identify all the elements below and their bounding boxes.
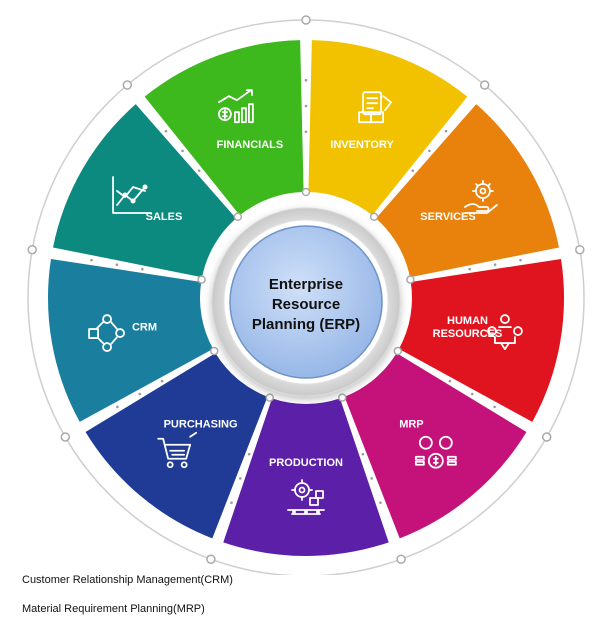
center-title-line-2: Resource — [272, 296, 340, 313]
gear-conveyor-icon — [287, 479, 325, 515]
outer-connector-dot — [301, 15, 311, 25]
segment-financials-shape — [144, 40, 304, 216]
separator-dot — [138, 392, 142, 396]
inner-connector-dot — [301, 187, 311, 197]
separator-dot — [141, 267, 144, 271]
segment-crm-label-1: CRM — [132, 321, 157, 333]
segment-human-resources-label-2: RESOURCES — [433, 328, 503, 340]
separator-dot — [470, 392, 474, 396]
segment-human-resources-shape — [398, 258, 564, 422]
separator-dot — [379, 501, 382, 504]
erp-wheel-diagram: INVENTORYSERVICESHUMANRESOURCESMRPPRODUC… — [27, 15, 585, 575]
inner-connector-dot — [406, 275, 415, 284]
separator-dot — [116, 405, 119, 409]
outer-connector-dot — [27, 244, 37, 255]
separator-dot — [493, 405, 496, 409]
crm-network-icon — [88, 314, 125, 352]
segment-financials: FINANCIALS — [144, 40, 304, 216]
segment-purchasing-label-1: PURCHASING — [164, 419, 238, 431]
segment-services-shape — [375, 104, 559, 278]
outer-connector-dot — [122, 80, 133, 90]
segment-mrp-label-1: MRP — [399, 419, 423, 431]
inner-connector-dot — [393, 346, 403, 356]
separator-dot — [370, 477, 373, 480]
inner-connector-dot — [338, 393, 347, 402]
inner-connector-dot — [265, 393, 274, 402]
separator-dot — [428, 149, 431, 153]
center-hub: Enterprise Resource Planning (ERP) — [211, 207, 401, 397]
segment-financials-label-1: FINANCIALS — [217, 139, 284, 151]
outer-connector-dot — [542, 432, 552, 442]
footnote-crm: Customer Relationship Management(CRM) — [22, 574, 233, 586]
segment-inventory: INVENTORY — [308, 40, 468, 216]
segment-human-resources-label-1: HUMAN — [447, 315, 488, 327]
separator-dot — [230, 501, 233, 504]
segment-inventory-label-1: INVENTORY — [330, 139, 394, 151]
inner-connector-dot — [369, 212, 379, 222]
segment-production-label-1: PRODUCTION — [269, 457, 343, 469]
outer-connector-dot — [396, 554, 406, 564]
separator-dot — [304, 104, 308, 108]
separator-dot — [164, 129, 168, 133]
separator-dot — [115, 263, 119, 266]
inner-connector-dot — [209, 346, 219, 356]
separator-dot — [493, 263, 497, 266]
segment-inventory-shape — [308, 40, 468, 216]
segment-sales: SALES — [53, 104, 237, 278]
separator-dot — [197, 169, 201, 172]
separator-dot — [181, 149, 184, 153]
segments: INVENTORYSERVICESHUMANRESOURCESMRPPRODUC… — [47, 40, 564, 556]
gears-money-icon — [414, 435, 457, 469]
outer-connector-dot — [60, 432, 70, 442]
center-title-line-3: Planning (ERP) — [252, 316, 360, 333]
separator-dot — [160, 379, 164, 383]
gear-hand-icon — [464, 180, 498, 214]
center-title-line-1: Enterprise — [269, 276, 343, 293]
footnote-mrp: Material Requirement Planning(MRP) — [22, 603, 205, 615]
shopping-cart-icon — [157, 431, 198, 469]
separator-dot — [361, 452, 365, 456]
inner-connector-dot — [197, 275, 206, 284]
segment-purchasing: PURCHASING — [85, 353, 268, 539]
separator-dot — [468, 267, 471, 271]
line-chart-icon — [112, 176, 152, 214]
segment-crm: CRM — [47, 258, 214, 422]
outer-connector-dot — [206, 554, 216, 564]
separator-dot — [519, 258, 522, 262]
separator-dot — [304, 78, 308, 82]
segment-production: PRODUCTION — [223, 398, 389, 556]
outer-connector-dot — [479, 80, 490, 90]
inner-connector-dot — [233, 212, 243, 222]
segment-crm-shape — [47, 258, 214, 422]
segment-mrp-shape — [344, 353, 527, 539]
connector-dots — [27, 15, 585, 564]
outer-connector-dot — [575, 244, 585, 255]
separator-dot — [448, 379, 452, 383]
separator-dot — [304, 130, 308, 134]
clipboard-boxes-icon — [358, 91, 392, 124]
money-growth-icon — [218, 89, 254, 124]
segment-production-shape — [223, 398, 389, 556]
segment-mrp: MRP — [344, 353, 527, 539]
segment-sales-label-1: SALES — [146, 211, 183, 223]
separator-dot — [90, 258, 93, 262]
segment-services: SERVICES — [375, 104, 559, 278]
segment-purchasing-shape — [85, 353, 268, 539]
people-network-icon — [487, 314, 523, 350]
segment-services-label-1: SERVICES — [420, 211, 475, 223]
separator-dot — [239, 477, 242, 480]
separator-dot — [247, 452, 251, 456]
separator-dot — [411, 169, 415, 172]
separator-dot — [444, 129, 448, 133]
